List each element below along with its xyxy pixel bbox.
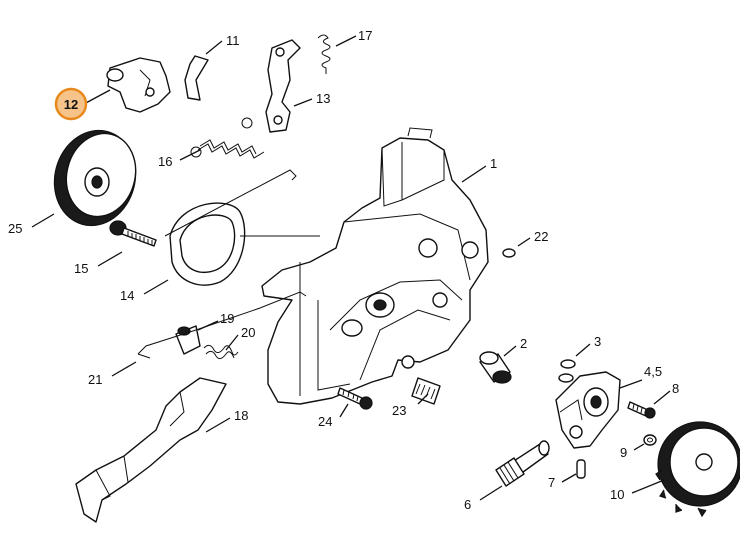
- leader-lines: [31, 35, 671, 501]
- part-21-drawing: [137, 291, 307, 359]
- callout-12[interactable]: 12: [64, 97, 78, 112]
- part-6-drawing: [495, 440, 550, 487]
- part-17-drawing: [317, 34, 331, 74]
- callout-2[interactable]: 2: [520, 336, 527, 351]
- part-22-drawing: [502, 248, 516, 258]
- callout-4-5[interactable]: 4,5: [644, 364, 662, 379]
- callout-1[interactable]: 1: [490, 156, 497, 171]
- highlight-circle-12: [54, 87, 88, 121]
- part-3-drawing: [558, 359, 576, 383]
- callout-11[interactable]: 11: [226, 33, 240, 48]
- part-1-drawing: [261, 127, 489, 405]
- callout-23[interactable]: 23: [392, 403, 406, 418]
- callout-19[interactable]: 19: [220, 311, 234, 326]
- callout-labels: 12 11 17 13 16 1 25 22 15 14 19 20 2 3 2…: [8, 28, 679, 512]
- part-24-drawing: [337, 387, 373, 410]
- callout-16[interactable]: 16: [158, 154, 172, 169]
- part-16-drawing: [190, 117, 265, 159]
- part-23-drawing: [411, 377, 441, 405]
- callout-25[interactable]: 25: [8, 221, 22, 236]
- callout-9[interactable]: 9: [620, 445, 627, 460]
- part-13-drawing: [265, 39, 301, 133]
- callout-6[interactable]: 6: [464, 497, 471, 512]
- part-10-drawing: [655, 421, 740, 518]
- part-12-drawing: [106, 57, 171, 113]
- callout-7[interactable]: 7: [548, 475, 555, 490]
- callout-20[interactable]: 20: [241, 325, 255, 340]
- callout-22[interactable]: 22: [534, 229, 548, 244]
- part-25-drawing: [53, 129, 137, 227]
- callout-13[interactable]: 13: [316, 91, 330, 106]
- part-4-5-drawing: [555, 371, 621, 449]
- callout-3[interactable]: 3: [594, 334, 601, 349]
- part-8-drawing: [627, 401, 656, 419]
- callout-18[interactable]: 18: [234, 408, 248, 423]
- part-9-drawing: [643, 434, 657, 446]
- part-18-drawing: [75, 377, 227, 523]
- part-7-drawing: [576, 459, 586, 479]
- part-14-drawing: [164, 169, 320, 286]
- callout-21[interactable]: 21: [88, 372, 102, 387]
- callout-8[interactable]: 8: [672, 381, 679, 396]
- part-20-drawing: [203, 344, 239, 360]
- callout-24[interactable]: 24: [318, 414, 332, 429]
- callout-14[interactable]: 14: [120, 288, 134, 303]
- part-11-drawing: [184, 55, 209, 101]
- callout-17[interactable]: 17: [358, 28, 372, 43]
- part-2-drawing: [479, 351, 512, 384]
- callout-15[interactable]: 15: [74, 261, 88, 276]
- callout-10[interactable]: 10: [610, 487, 624, 502]
- part-15-drawing: [109, 220, 157, 247]
